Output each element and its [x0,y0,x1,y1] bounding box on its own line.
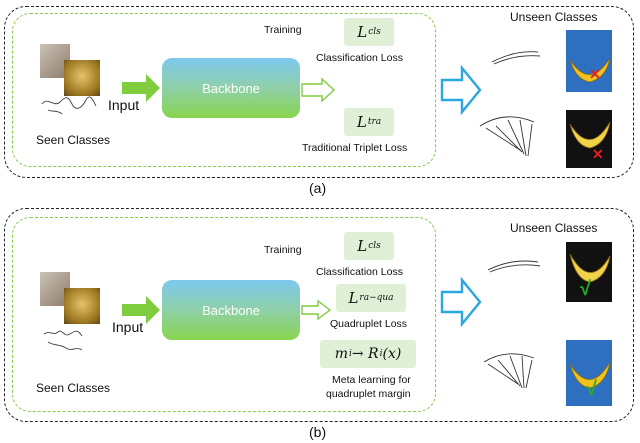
panel-a-backbone: Backbone [162,58,300,118]
big-blue-arrow-icon [440,64,482,116]
panel-a-loss1-sub: cls [368,27,381,37]
panel-a-backbone-label: Backbone [202,80,260,96]
panel-a-seen-sketch [41,96,97,115]
panel-a-caption: (a) [309,180,327,196]
right-arrow-icon [122,74,160,102]
panel-b-seen-photo-2 [64,288,100,324]
hollow-arrow-icon [301,299,332,321]
panel-b-backbone-label: Backbone [202,302,260,318]
panel-b-caption: (b) [309,424,327,440]
panel-b-unseen-label: Unseen Classes [510,221,598,235]
panel-b-meta-label-1: Meta learning for [332,374,411,386]
panel-a-loss2-label: Traditional Triplet Loss [302,142,408,154]
panel-b-training-label: Training [264,244,302,256]
panel-b-meta-rest: → R [351,346,379,362]
panel-b-loss1-label: Classification Loss [316,266,403,278]
panel-b-loss2-sub: ra−qua [359,293,394,303]
panel-b-banana-2 [569,361,611,389]
panel-a-unseen-sketch-1 [491,51,541,65]
panel-b-training-frame [12,217,436,412]
panel-b-backbone: Backbone [162,280,300,340]
right-arrow-icon [122,296,160,324]
panel-a-loss1-symbol: L [357,23,368,41]
panel-a-banana [569,57,611,83]
panel-b-seen-sketch [43,330,83,351]
panel-b-unseen-sketch-2 [483,353,535,389]
panel-b-meta-sub: i [348,349,352,359]
panel-a-input-label: Input [108,97,140,113]
panel-a-loss1-label: Classification Loss [316,52,403,64]
panel-b-meta-arg: (x) [382,346,402,362]
cross-icon: ✕ [589,66,601,82]
big-blue-arrow-icon [440,276,482,328]
panel-a-training-frame [12,13,436,167]
panel-b-loss1-sub: cls [368,241,381,251]
panel-b-loss2-symbol: L [348,289,359,307]
panel-a-seen-label: Seen Classes [36,133,111,147]
panel-b-banana [569,253,611,283]
panel-b-unseen-sketch-1 [487,260,541,273]
panel-a-loss2-sub: tra [367,117,382,127]
check-icon: √ [586,378,597,400]
panel-a-unseen-label: Unseen Classes [510,10,598,24]
panel-a-unseen-photo-2 [566,110,612,168]
panel-a-seen-photo-2 [64,60,100,96]
panel-b-seen-label: Seen Classes [36,381,111,395]
panel-b-loss1-symbol: L [357,237,368,255]
panel-a-training-label: Training [264,24,302,36]
hollow-arrow-icon [301,77,336,103]
cross-icon: ✕ [592,146,604,162]
panel-b-meta-label-2: quadruplet margin [326,388,411,400]
panel-a-unseen-sketch-2 [479,116,535,157]
panel-b-input-label: Input [112,319,144,335]
panel-a-frame [4,6,634,178]
panel-b-loss2-label: Quadruplet Loss [330,318,408,330]
check-icon: √ [580,278,591,300]
panel-b-meta-m: m [334,346,348,362]
panel-b-meta-sub2: i [379,349,383,359]
panel-b-frame [4,208,634,422]
panel-a-loss2-symbol: L [356,113,367,131]
panel-a-banana-2 [569,121,611,149]
